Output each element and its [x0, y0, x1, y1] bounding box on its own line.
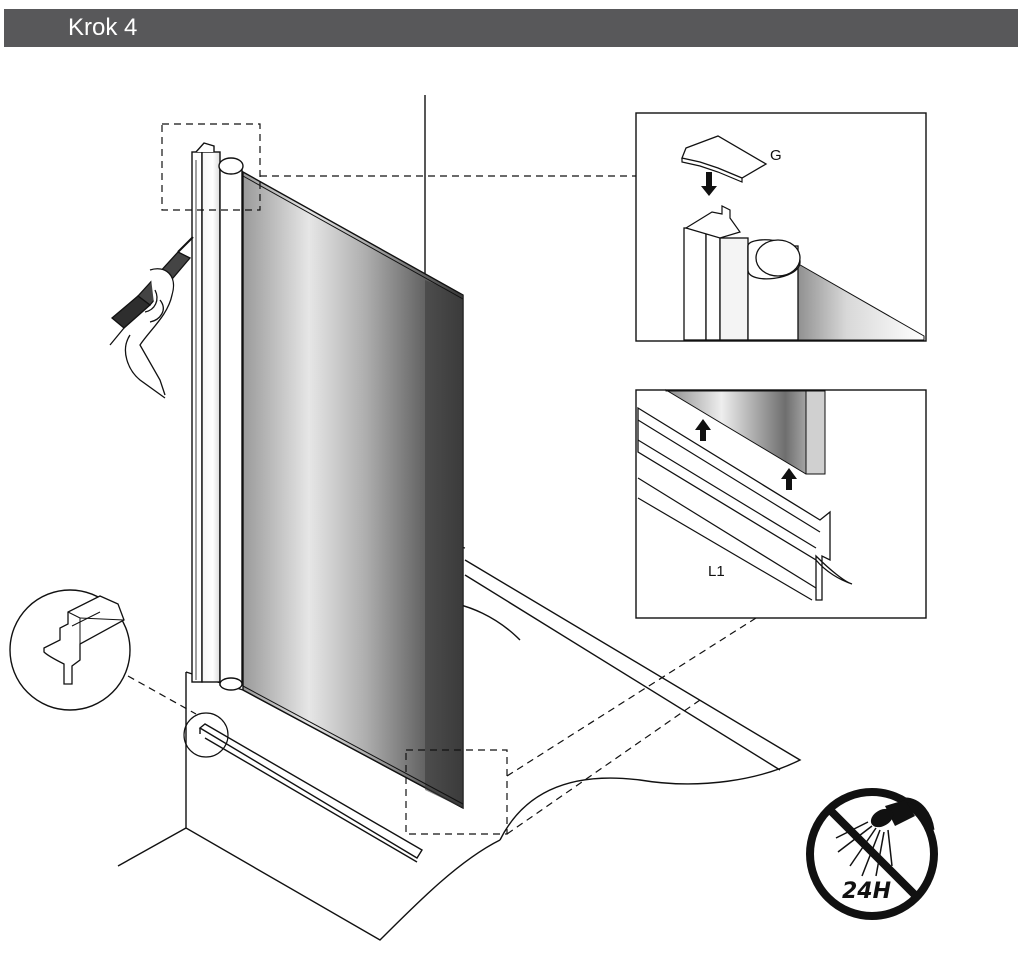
no-shower-icon: 24H	[806, 788, 938, 920]
step-title: Krok 4	[68, 14, 138, 41]
detail-cap-panel: G	[635, 112, 927, 342]
seal-highlight-ring	[183, 712, 229, 758]
silicone-gun-icon	[109, 236, 194, 399]
arrow-up-icon	[695, 419, 711, 441]
step-header: Krok 4	[4, 9, 1018, 47]
glass-panel	[242, 170, 464, 810]
arrow-up-icon	[781, 468, 797, 490]
cap-part-label: G	[770, 147, 782, 164]
detail-seal-circle	[9, 589, 131, 711]
wall-profile	[191, 142, 244, 691]
no-shower-hours-label: 24H	[842, 879, 891, 904]
bottom-seal-strip	[198, 723, 423, 863]
seal-part-label: L1	[708, 563, 725, 580]
detail-callouts	[127, 123, 757, 835]
detail-seal-panel: L1	[635, 389, 927, 619]
